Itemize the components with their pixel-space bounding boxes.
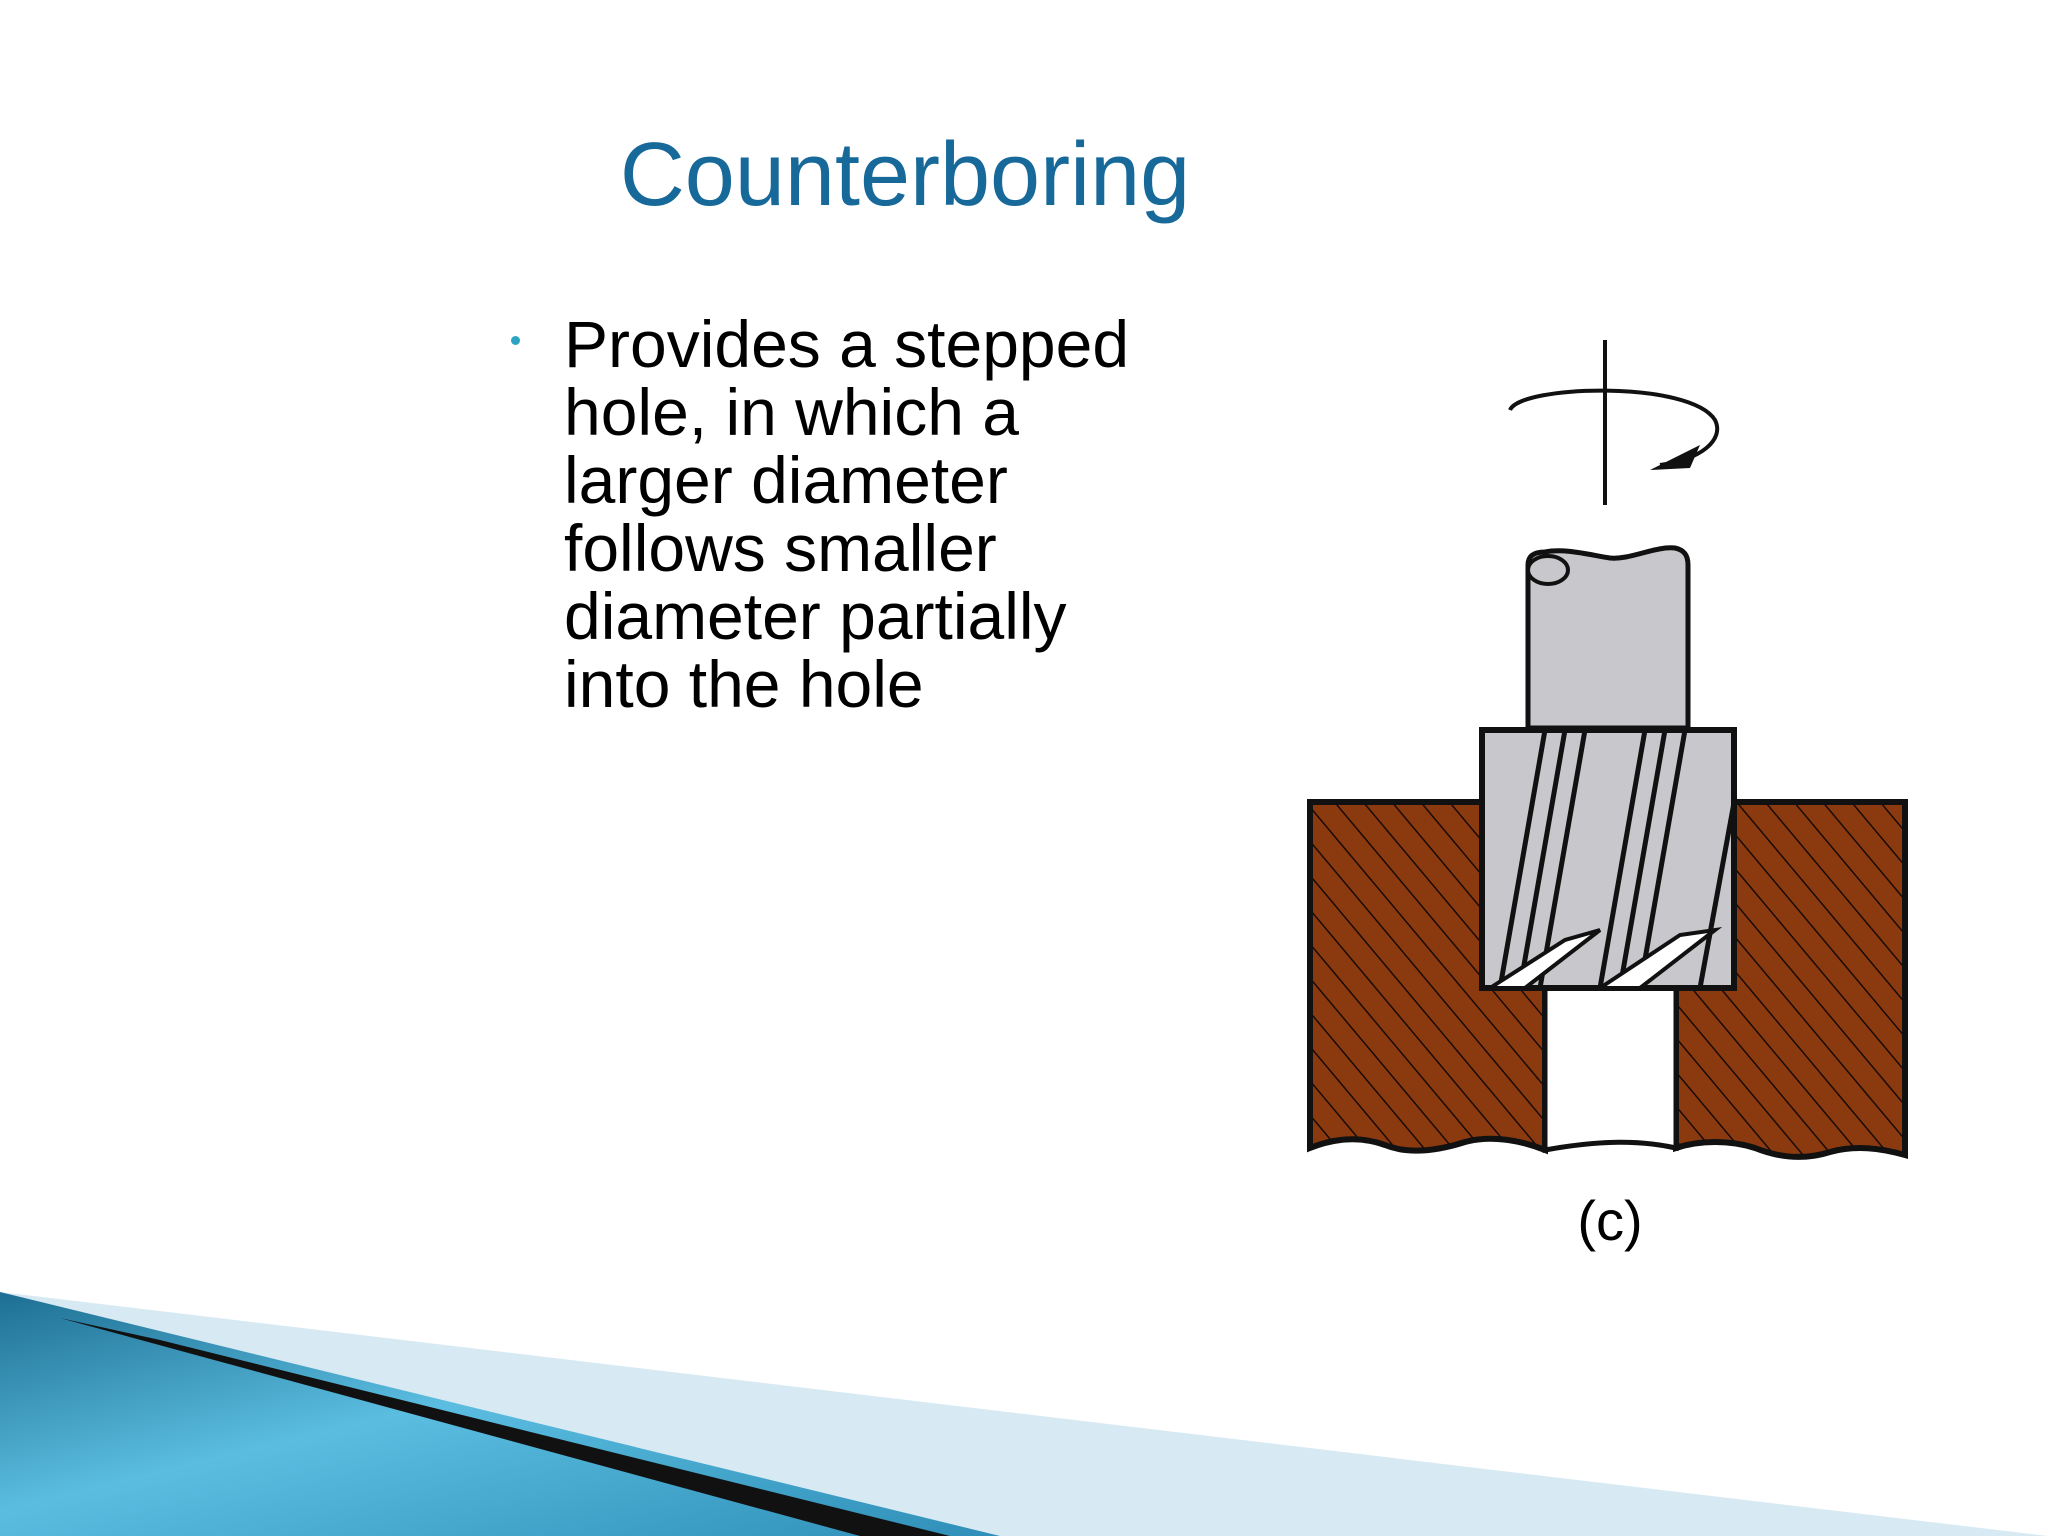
bullet-line: follows smaller — [564, 511, 997, 585]
bullet-line: Provides a stepped — [564, 307, 1130, 381]
bullet-line: larger diameter — [564, 443, 1008, 517]
slide-title: Counterboring — [619, 125, 1191, 225]
counterbore-tool-diagram — [1307, 340, 1908, 1160]
rotation-axis-icon — [1508, 340, 1719, 505]
pilot-hole — [1542, 985, 1679, 1153]
bullet-line: into the hole — [564, 647, 924, 721]
decorative-band — [0, 1292, 2048, 1536]
bullet-line: hole, in which a — [564, 375, 1019, 449]
bullet-dot-icon — [511, 336, 520, 345]
bullet-line: diameter partially — [564, 579, 1067, 653]
tool-shank — [1525, 545, 1691, 731]
bullet-list: Provides a stepped hole, in which a larg… — [505, 310, 1225, 718]
bullet-item: Provides a stepped hole, in which a larg… — [505, 310, 1225, 718]
figure-caption: (c) — [1577, 1189, 1643, 1252]
